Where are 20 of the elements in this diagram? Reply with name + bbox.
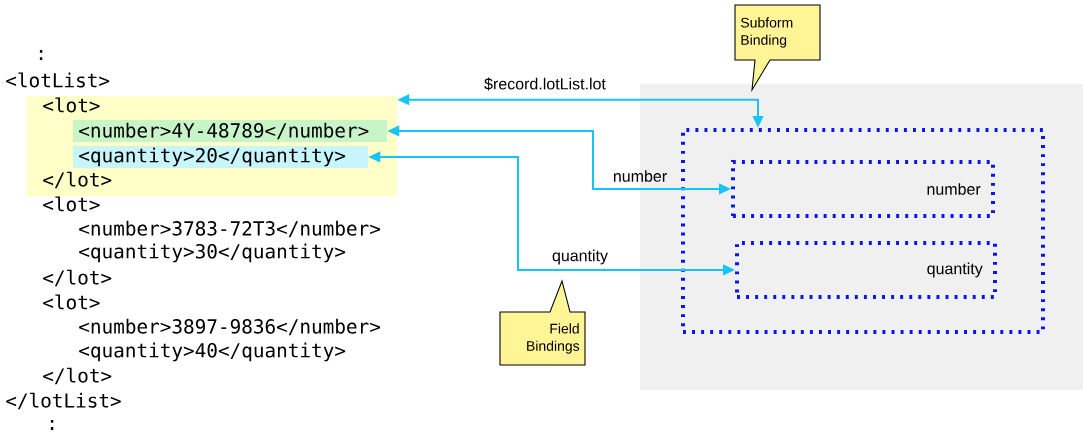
- code-line: <quantity>30</quantity>: [79, 243, 346, 263]
- code-line: <number>3783-72T3</number>: [79, 220, 381, 238]
- edge-label: number: [613, 170, 667, 182]
- callout: Field Bindings: [499, 279, 586, 366]
- callout: Subform Binding: [734, 4, 821, 93]
- code-line: </lot>: [43, 367, 112, 385]
- code-line: <quantity>40</quantity>: [79, 342, 346, 362]
- edge-label: quantity: [552, 249, 608, 265]
- code-line: </lot>: [43, 269, 112, 287]
- code-line: </lotList>: [6, 392, 121, 410]
- field-box: number: [731, 160, 995, 218]
- code-line: <lot>: [43, 196, 100, 212]
- code-line: <number>3897-9836</number>: [79, 318, 381, 336]
- code-line: <lotList>: [6, 72, 110, 88]
- code-line: :: [39, 49, 43, 60]
- subform-box: [681, 128, 1045, 334]
- field-box: quantity: [735, 241, 997, 299]
- code-line: <lot>: [43, 294, 100, 310]
- edge-label: $record.lotList.lot: [484, 77, 606, 91]
- code-line: :: [50, 419, 54, 430]
